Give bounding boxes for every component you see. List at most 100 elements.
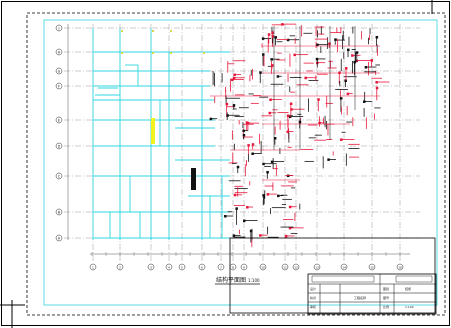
grid-bubble-col [313, 263, 321, 271]
grid-bubble-row [55, 208, 63, 216]
grid-bubble-col [165, 263, 173, 271]
grid-label-row: F [58, 84, 60, 88]
tb-design: 设计 [310, 286, 316, 291]
column-section [271, 31, 274, 34]
column-section [288, 115, 292, 119]
grid-label-col: 9 [243, 265, 245, 269]
column-section [262, 53, 265, 56]
column-section [245, 121, 249, 124]
grid-label-row: D [58, 144, 61, 148]
column-section [328, 42, 331, 45]
grid-label-col: 3 [150, 265, 152, 269]
grid-bubble-col [292, 263, 300, 271]
grid-label-col: 4 [168, 265, 170, 269]
grid-bubble-row [55, 24, 63, 32]
tb-scale: 1:100 [405, 305, 414, 309]
column-section [316, 43, 319, 47]
column-section [288, 226, 292, 230]
column-section [224, 215, 227, 218]
grid-label-row: C [58, 174, 61, 178]
column-section [270, 160, 274, 164]
drawing-title-text: 结构平面图 [216, 276, 246, 284]
column-section [317, 98, 320, 101]
column-section [289, 102, 293, 106]
grid-bubble-col [116, 263, 124, 271]
grid-bubble-col [368, 263, 376, 271]
column-section [293, 53, 296, 57]
column-section [346, 92, 350, 96]
tb-project: 工程名称 [354, 295, 366, 300]
column-section [304, 76, 307, 80]
column-section [286, 130, 290, 134]
grid-label-col: 5 [181, 265, 183, 269]
column-marker [152, 30, 154, 32]
beam-details [209, 23, 390, 248]
grid-label-col: 12 [294, 265, 298, 269]
column-section [269, 98, 272, 101]
column-section [347, 48, 350, 52]
column-section [259, 234, 262, 237]
column-section [364, 66, 368, 69]
column-section [242, 129, 245, 133]
column-section [226, 114, 229, 117]
grid-label-col: 10 [261, 265, 265, 269]
grid-label-col: 14 [342, 265, 346, 269]
column-section [267, 33, 271, 36]
column-section [339, 97, 343, 100]
column-section [270, 64, 274, 67]
column-section [276, 75, 280, 78]
grid-bubble-row [55, 116, 63, 124]
grid-bubble-col [147, 263, 155, 271]
column-section [288, 205, 292, 209]
grid-bubble-row [55, 67, 63, 75]
grid-label-col: 8 [232, 265, 234, 269]
wall-outlines [92, 28, 230, 240]
column-section [235, 207, 238, 210]
column-section [363, 100, 366, 103]
grid-label-row: E [58, 118, 60, 122]
grid-label-col: 15 [370, 265, 374, 269]
column-section [286, 114, 290, 117]
drawing-title: 结构平面图 1:100 [215, 276, 260, 285]
column-section [233, 193, 237, 197]
column-section [375, 86, 379, 90]
column-section [242, 133, 246, 137]
column-section [266, 170, 269, 174]
column-section [209, 117, 213, 121]
column-section [274, 36, 278, 39]
grid-bubble-col [89, 263, 97, 271]
column-section [271, 35, 275, 38]
column-section [270, 58, 273, 61]
tb-scale-label: 比例 [383, 304, 389, 309]
column-section [259, 71, 262, 74]
column-section [284, 234, 288, 238]
column-section [344, 79, 347, 82]
column-section [251, 143, 255, 146]
column-section [355, 51, 359, 54]
column-marker [170, 52, 172, 54]
note-block [191, 168, 196, 190]
grid-bubble-row [55, 82, 63, 90]
column-section [353, 60, 356, 64]
grid-label-col: 6 [201, 265, 203, 269]
tb-sheet-type-label: 图别 [383, 286, 389, 291]
column-section [370, 59, 373, 62]
column-section [243, 219, 246, 223]
drawing-scale-text: 1:100 [248, 278, 260, 283]
grid-label-col: 16 [398, 265, 402, 269]
column-section [281, 23, 284, 26]
grid-bubble-row [55, 48, 63, 56]
column-section [290, 108, 293, 111]
grid-bubble-col [240, 263, 248, 271]
column-section [327, 158, 330, 161]
tb-sheet-type: 结施 [405, 286, 411, 291]
column-section [246, 206, 249, 209]
grid-label-col: 2 [119, 265, 121, 269]
column-section [266, 193, 270, 196]
grid-bubble-row [55, 234, 63, 242]
grid-label-row: J [57, 26, 59, 30]
column-section [375, 35, 379, 39]
column-section [351, 54, 354, 57]
